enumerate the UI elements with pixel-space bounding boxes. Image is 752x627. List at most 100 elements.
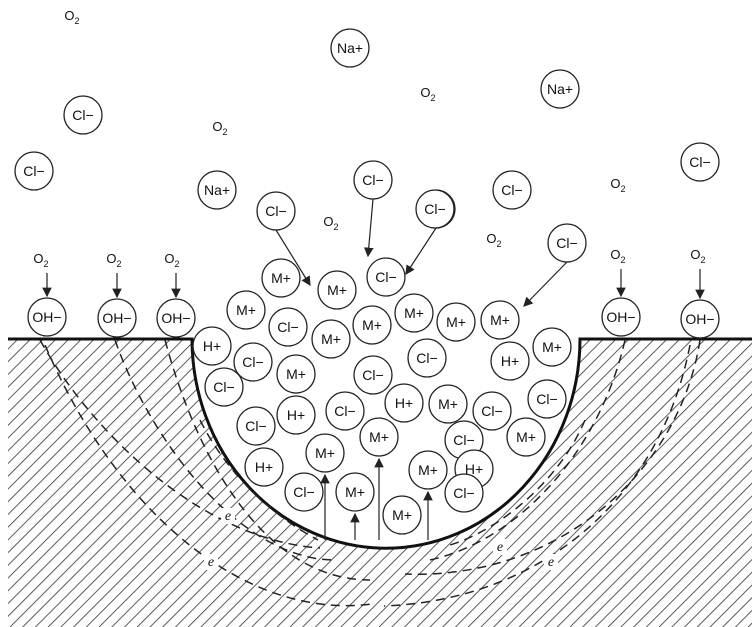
- cl-ion-17-circle: [268, 307, 308, 347]
- cl-ion-7: Cl−: [492, 170, 532, 210]
- cl-ion-12-label: Cl−: [556, 235, 577, 251]
- cl-ion-17-label: Cl−: [277, 319, 298, 335]
- cl-ion-47-circle: [444, 473, 484, 513]
- electron-path-2: [114, 339, 336, 561]
- h-ion-42-label: H+: [255, 459, 273, 475]
- cl-ion-9-label: Cl−: [362, 172, 383, 188]
- cl-ion-6-circle: [680, 142, 720, 182]
- m-ion-25: M+: [276, 354, 316, 394]
- m-ion-39-label: M+: [369, 429, 389, 445]
- cl-ion-26-circle: [353, 355, 393, 395]
- m-ion-16-label: M+: [236, 302, 256, 318]
- cl-ion-3: Cl−: [63, 95, 103, 135]
- migration-arrow-1: [275, 229, 311, 287]
- h-ion-33-label: H+: [395, 395, 413, 411]
- electron-path-6: [429, 339, 626, 561]
- oxygen-label-7: O2: [33, 251, 48, 269]
- m-ion-20: M+: [394, 293, 434, 333]
- m-ion-18-label: M+: [321, 331, 341, 347]
- cl-ion-35-label: Cl−: [481, 403, 502, 419]
- hydroxide-ion-3-circle: [156, 298, 196, 338]
- electron-label-1: e: [225, 509, 231, 524]
- electron-label-3: e: [497, 540, 503, 555]
- cl-ion-24: Cl−: [233, 342, 273, 382]
- oxygen-label-11: O2: [690, 247, 705, 265]
- cl-ion-11-circle: [415, 189, 455, 229]
- oxygen-label-3: O2: [420, 85, 435, 103]
- cl-ion-15-circle: [366, 257, 406, 297]
- m-ion-14-circle: [317, 270, 357, 310]
- m-ion-16-circle: [226, 290, 266, 330]
- m-ion-20-label: M+: [404, 305, 424, 321]
- cl-ion-3-circle: [63, 95, 103, 135]
- hydroxide-ion-5: OH−: [680, 299, 720, 339]
- cl-ion-8-label: Cl−: [265, 203, 286, 219]
- hydroxide-ion-2-circle: [97, 298, 137, 338]
- cl-ion-12: Cl−: [547, 223, 587, 263]
- oxygen-label-8: O2: [106, 251, 121, 269]
- hydroxide-ion-2-label: OH−: [102, 310, 131, 326]
- electron-path-8: [383, 344, 691, 607]
- h-ion-31: H+: [276, 395, 316, 435]
- m-ion-21: M+: [436, 302, 476, 342]
- hydroxide-ion-3: OH−: [156, 298, 196, 338]
- m-ion-29-circle: [532, 327, 572, 367]
- m-ion-13-label: M+: [271, 270, 291, 286]
- cl-ion-37: Cl−: [236, 406, 276, 446]
- electron-label-bg-1: [221, 508, 235, 524]
- na-ion-1: Na+: [330, 28, 370, 68]
- cl-ion-7-circle: [492, 170, 532, 210]
- cl-ion-24-label: Cl−: [242, 354, 263, 370]
- cl-ion-2-circle: [14, 151, 54, 191]
- hydroxide-ion-4-label: OH−: [606, 309, 635, 325]
- na-ion-5-label: Na+: [547, 81, 573, 97]
- oxygen-label-1: O2: [64, 8, 79, 26]
- m-ion-29: M+: [532, 327, 572, 367]
- na-ion-5: Na+: [540, 69, 580, 109]
- oxygen-label-2: O2: [212, 119, 227, 137]
- oxygen-label-10: O2: [610, 247, 625, 265]
- na-ion-1-label: Na+: [337, 40, 363, 56]
- m-ion-25-label: M+: [286, 366, 306, 382]
- h-ion-23: H+: [192, 326, 232, 366]
- m-ion-44: M+: [335, 472, 375, 512]
- m-ion-19-circle: [352, 305, 392, 345]
- h-ion-23-circle: [192, 326, 232, 366]
- electron-paths: [39, 339, 701, 607]
- m-ion-16: M+: [226, 290, 266, 330]
- m-ion-22-label: M+: [490, 312, 510, 328]
- cl-ion-35: Cl−: [472, 391, 512, 431]
- cl-ion-30-label: Cl−: [213, 379, 234, 395]
- na-ion-4-circle: [197, 170, 237, 210]
- m-ion-38-label: M+: [315, 445, 335, 461]
- electron-label-bg-4: [544, 554, 558, 570]
- cl-ion-47: Cl−: [444, 473, 484, 513]
- m-ion-19: M+: [352, 305, 392, 345]
- cl-ion-8-circle: [256, 191, 296, 231]
- electron-label-2: e: [208, 555, 214, 570]
- electron-label-bg-3: [493, 539, 507, 555]
- electron-path-4: [44, 344, 373, 607]
- m-ion-34-circle: [428, 384, 468, 424]
- hydroxide-ion-5-circle: [680, 299, 720, 339]
- m-ion-20-circle: [394, 293, 434, 333]
- hydroxide-ion-3-label: OH−: [161, 310, 190, 326]
- cl-ion-27: Cl−: [407, 338, 447, 378]
- electron-path-5: [199, 419, 319, 541]
- m-ion-22-circle: [480, 300, 520, 340]
- cl-ion-8: Cl−: [256, 191, 296, 231]
- cl-ion-32-label: Cl−: [334, 403, 355, 419]
- cl-ion-36-label: Cl−: [536, 391, 557, 407]
- h-ion-23-label: H+: [203, 338, 221, 354]
- hydroxide-ion-4: OH−: [601, 297, 641, 337]
- m-ion-44-label: M+: [345, 484, 365, 500]
- cl-ion-32: Cl−: [325, 391, 365, 431]
- hydroxide-ion-4-circle: [601, 297, 641, 337]
- m-ion-48: M+: [382, 495, 422, 535]
- cl-ion-26: Cl−: [353, 355, 393, 395]
- m-ion-39-circle: [359, 417, 399, 457]
- m-ion-21-circle: [436, 302, 476, 342]
- cl-ion-24-circle: [233, 342, 273, 382]
